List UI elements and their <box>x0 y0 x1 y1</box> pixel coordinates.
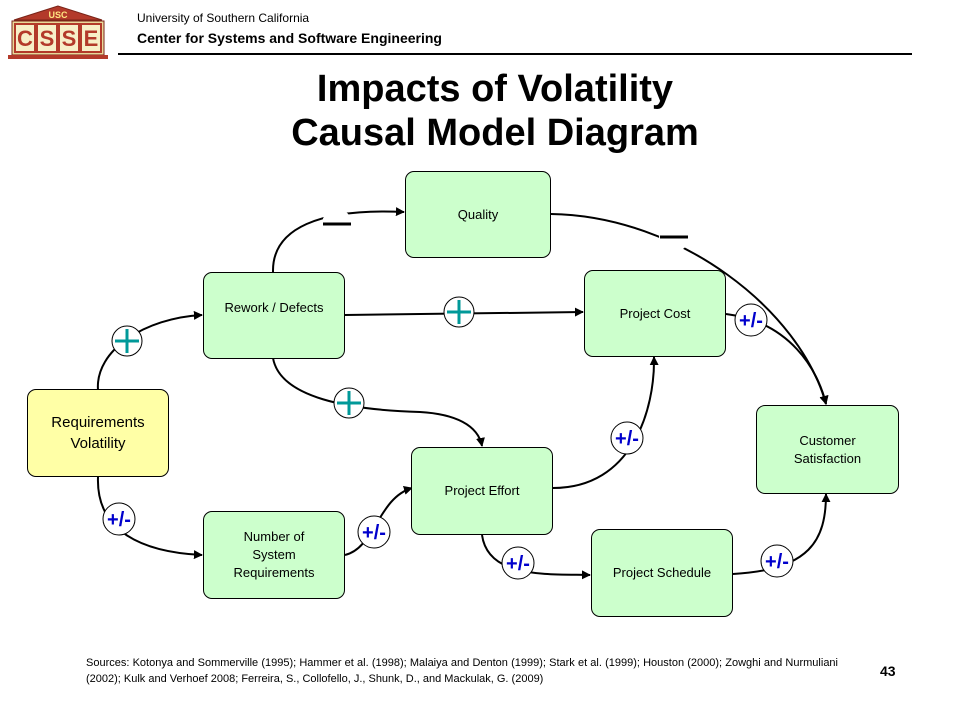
plusminus-sign-schedule-satisfaction: +/- <box>760 544 794 578</box>
plusminus-sign-effort-schedule: +/- <box>501 546 535 580</box>
logo-letter-c: C <box>17 26 33 51</box>
edge-volatility-to-rework <box>96 310 203 391</box>
edge-schedule-to-satisfaction <box>732 493 831 575</box>
node-customer-satisfaction: Customer Satisfaction <box>756 405 899 494</box>
node-quality: Quality <box>405 171 551 258</box>
plusminus-sign-volatility-number: +/- <box>102 502 136 536</box>
logo-letter-e: E <box>84 26 99 51</box>
edge-rework-to-effort <box>272 357 485 447</box>
plusminus-sign-effort-cost: +/- <box>610 421 644 455</box>
svg-text:+/-: +/- <box>765 551 789 573</box>
node-project-effort: Project Effort <box>411 447 553 535</box>
edge-rework-to-quality <box>271 207 405 273</box>
logo-usc-text: USC <box>48 10 68 20</box>
university-name: University of Southern California <box>137 11 310 25</box>
svg-text:+/-: +/- <box>739 310 763 332</box>
node-requirements-volatility: Requirements Volatility <box>27 389 169 477</box>
sources-citation: Sources: Kotonya and Sommerville (1995);… <box>86 657 838 685</box>
svg-text:+/-: +/- <box>362 522 386 544</box>
svg-text:+/-: +/- <box>615 428 639 450</box>
usc-csse-logo: USC C S S E <box>8 5 108 59</box>
node-project-cost: Project Cost <box>584 270 726 357</box>
slide-title-line1: Impacts of Volatility <box>316 68 674 110</box>
svg-text:+/-: +/- <box>506 553 530 575</box>
center-name: Center for Systems and Software Engineer… <box>137 30 442 46</box>
svg-text:+/-: +/- <box>107 509 131 531</box>
minus-sign-quality <box>322 209 352 239</box>
plusminus-sign-number-effort: +/- <box>357 515 391 549</box>
node-number-of-system-requirements: Number of System Requirements <box>203 511 345 599</box>
page-number: 43 <box>880 663 896 679</box>
edge-volatility-to-number <box>96 476 203 560</box>
plus-sign-rework-effort <box>333 387 365 419</box>
edge-effort-to-schedule <box>481 534 591 580</box>
edge-effort-to-cost <box>552 356 659 489</box>
logo-letter-s2: S <box>62 26 77 51</box>
logo-letter-s1: S <box>40 26 55 51</box>
node-project-schedule: Project Schedule <box>591 529 733 617</box>
plus-sign-volatility-rework <box>111 325 143 357</box>
plus-sign-rework-cost <box>443 296 475 328</box>
header-rule <box>118 53 912 55</box>
plusminus-sign-cost-satisfaction: +/- <box>734 303 768 337</box>
node-rework-defects: Rework / Defects <box>203 272 345 359</box>
slide-title-line2: Causal Model Diagram <box>291 112 699 154</box>
minus-sign-quality-satisfaction <box>659 222 689 252</box>
